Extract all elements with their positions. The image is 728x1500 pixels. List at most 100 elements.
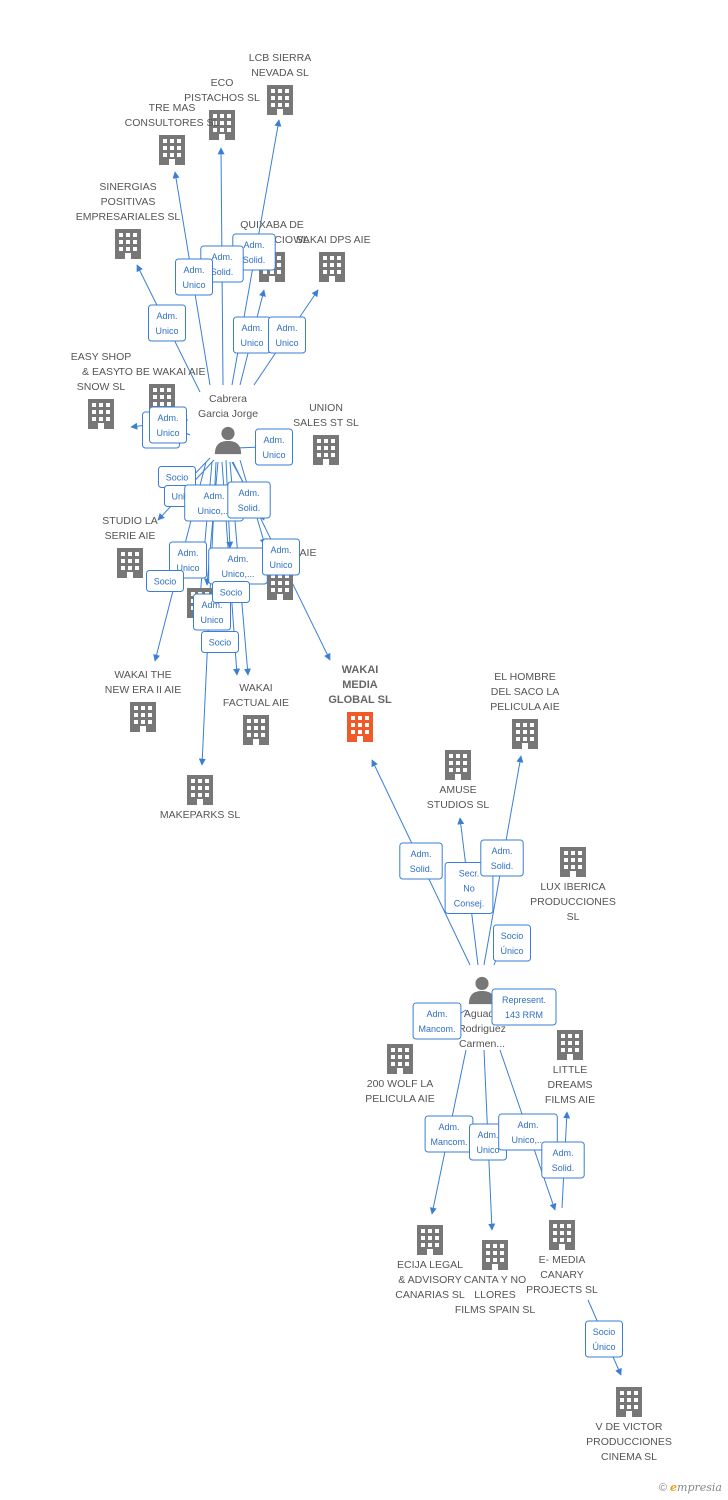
empresia-brand[interactable]: ©empresia (659, 1481, 722, 1494)
badge-text: Solid. (552, 1163, 575, 1173)
badge-box (212, 581, 250, 603)
badge-box (399, 842, 443, 880)
edge-badge[interactable]: Socio (158, 466, 196, 488)
edge-badge[interactable]: Adm.Solid. (399, 842, 443, 880)
edge-badge[interactable]: Adm.Unico (149, 406, 187, 444)
node-studiola[interactable]: STUDIO LA SERIE AIE (102, 515, 158, 578)
node-label: SL (567, 911, 580, 923)
node-label: UNION (309, 402, 343, 414)
node-label: SERIE AIE (105, 530, 156, 542)
node-label: Rodriguez (458, 1023, 506, 1035)
badge-text: Consej. (454, 899, 485, 909)
edge-badge[interactable]: Adm.Mancom. (412, 1002, 462, 1040)
badge-text: Único (500, 946, 523, 956)
edge-badge[interactable]: Socio (146, 570, 184, 592)
badge-text: Unico (476, 1145, 499, 1155)
node-aguado[interactable]: AguadoRodriguezCarmen... (458, 976, 506, 1050)
node-makeparks[interactable]: MAKEPARKS SL (160, 775, 240, 821)
node-label: STUDIO LA (102, 515, 157, 527)
node-label: MEDIA (342, 679, 378, 691)
edge-badge[interactable]: Socio (201, 631, 239, 653)
edge-badge[interactable]: Adm.Unico (262, 538, 300, 576)
badge-text: Único (592, 1342, 615, 1352)
node-label: CANTA Y NO (464, 1274, 526, 1286)
edge-badge[interactable]: Adm. Unico (233, 316, 271, 354)
node-label: WAKAI THE (114, 669, 171, 681)
badge-text: Adm. (241, 323, 262, 333)
node-label: AIE (300, 547, 317, 559)
badge-text: Socio (593, 1327, 616, 1337)
badge-text: Adm. (243, 240, 264, 250)
building-icon (387, 1044, 413, 1074)
edge-badge[interactable]: Adm.Unico (175, 258, 213, 296)
edge-badge[interactable]: Adm.Solid. (541, 1141, 585, 1179)
node-label: EMPRESARIALES SL (76, 211, 181, 223)
edge-badge[interactable]: Adm.Mancom. (424, 1115, 474, 1153)
building-icon (115, 229, 141, 259)
badge-text: Unico,... (221, 569, 254, 579)
badge-text: Adm. (203, 491, 224, 501)
node-tobewakai[interactable]: TO BE WAKAI AIE (119, 366, 206, 414)
node-wakaidps[interactable]: WAKAI DPS AIE (293, 234, 371, 282)
badge-text: Adm. (201, 600, 222, 610)
edge-badge[interactable]: Adm.Solid. (480, 839, 524, 877)
node-label: DREAMS (548, 1079, 593, 1091)
edge-badge[interactable]: Adm.Solid. (227, 481, 271, 519)
node-label: CINEMA SL (601, 1451, 657, 1463)
badge-text: Adm. (263, 435, 284, 445)
node-label: QUIXABA DE (240, 219, 304, 231)
node-label: & EASY (82, 366, 120, 378)
node-hiddenaie[interactable]: AIE (267, 547, 316, 600)
badge-text: Adm. (426, 1009, 447, 1019)
badge-box (146, 570, 184, 592)
badge-text: Unico (240, 338, 263, 348)
badge-text: Adm. (276, 323, 297, 333)
edge-badge[interactable]: Adm.Unico,... (498, 1113, 558, 1151)
node-label: CANARY (540, 1269, 584, 1281)
badge-text: Socio (166, 473, 189, 483)
edge-badge[interactable]: Adm.Unico (169, 541, 207, 579)
node-label: PISTACHOS SL (184, 92, 260, 104)
edge-badge[interactable]: Adm.Unico (268, 316, 306, 354)
edge-badge[interactable]: Represent.143 RRM (491, 988, 557, 1026)
badge-text: Solid. (410, 864, 433, 874)
node-label: CANARIAS SL (395, 1289, 465, 1301)
building-icon (88, 399, 114, 429)
badge-text: Unico,... (511, 1135, 544, 1145)
badge-box (262, 538, 300, 576)
edge-badge[interactable]: Adm.Unico (148, 304, 186, 342)
badge-box (268, 316, 306, 354)
badge-text: Unico (155, 326, 178, 336)
edge-badge[interactable]: Socio (212, 581, 250, 603)
badge-box (585, 1320, 623, 1358)
badge-text: Adm. (157, 413, 178, 423)
edge-badge[interactable]: Adm.Unico (255, 428, 293, 466)
copyright-symbol: © (658, 1482, 668, 1494)
node-label: PRODUCCIONES (586, 1436, 672, 1448)
edge-badge[interactable]: Adm.Unico,... (208, 547, 268, 585)
node-label: DEL SACO LA (491, 686, 559, 698)
node-label: 200 WOLF LA (367, 1078, 434, 1090)
